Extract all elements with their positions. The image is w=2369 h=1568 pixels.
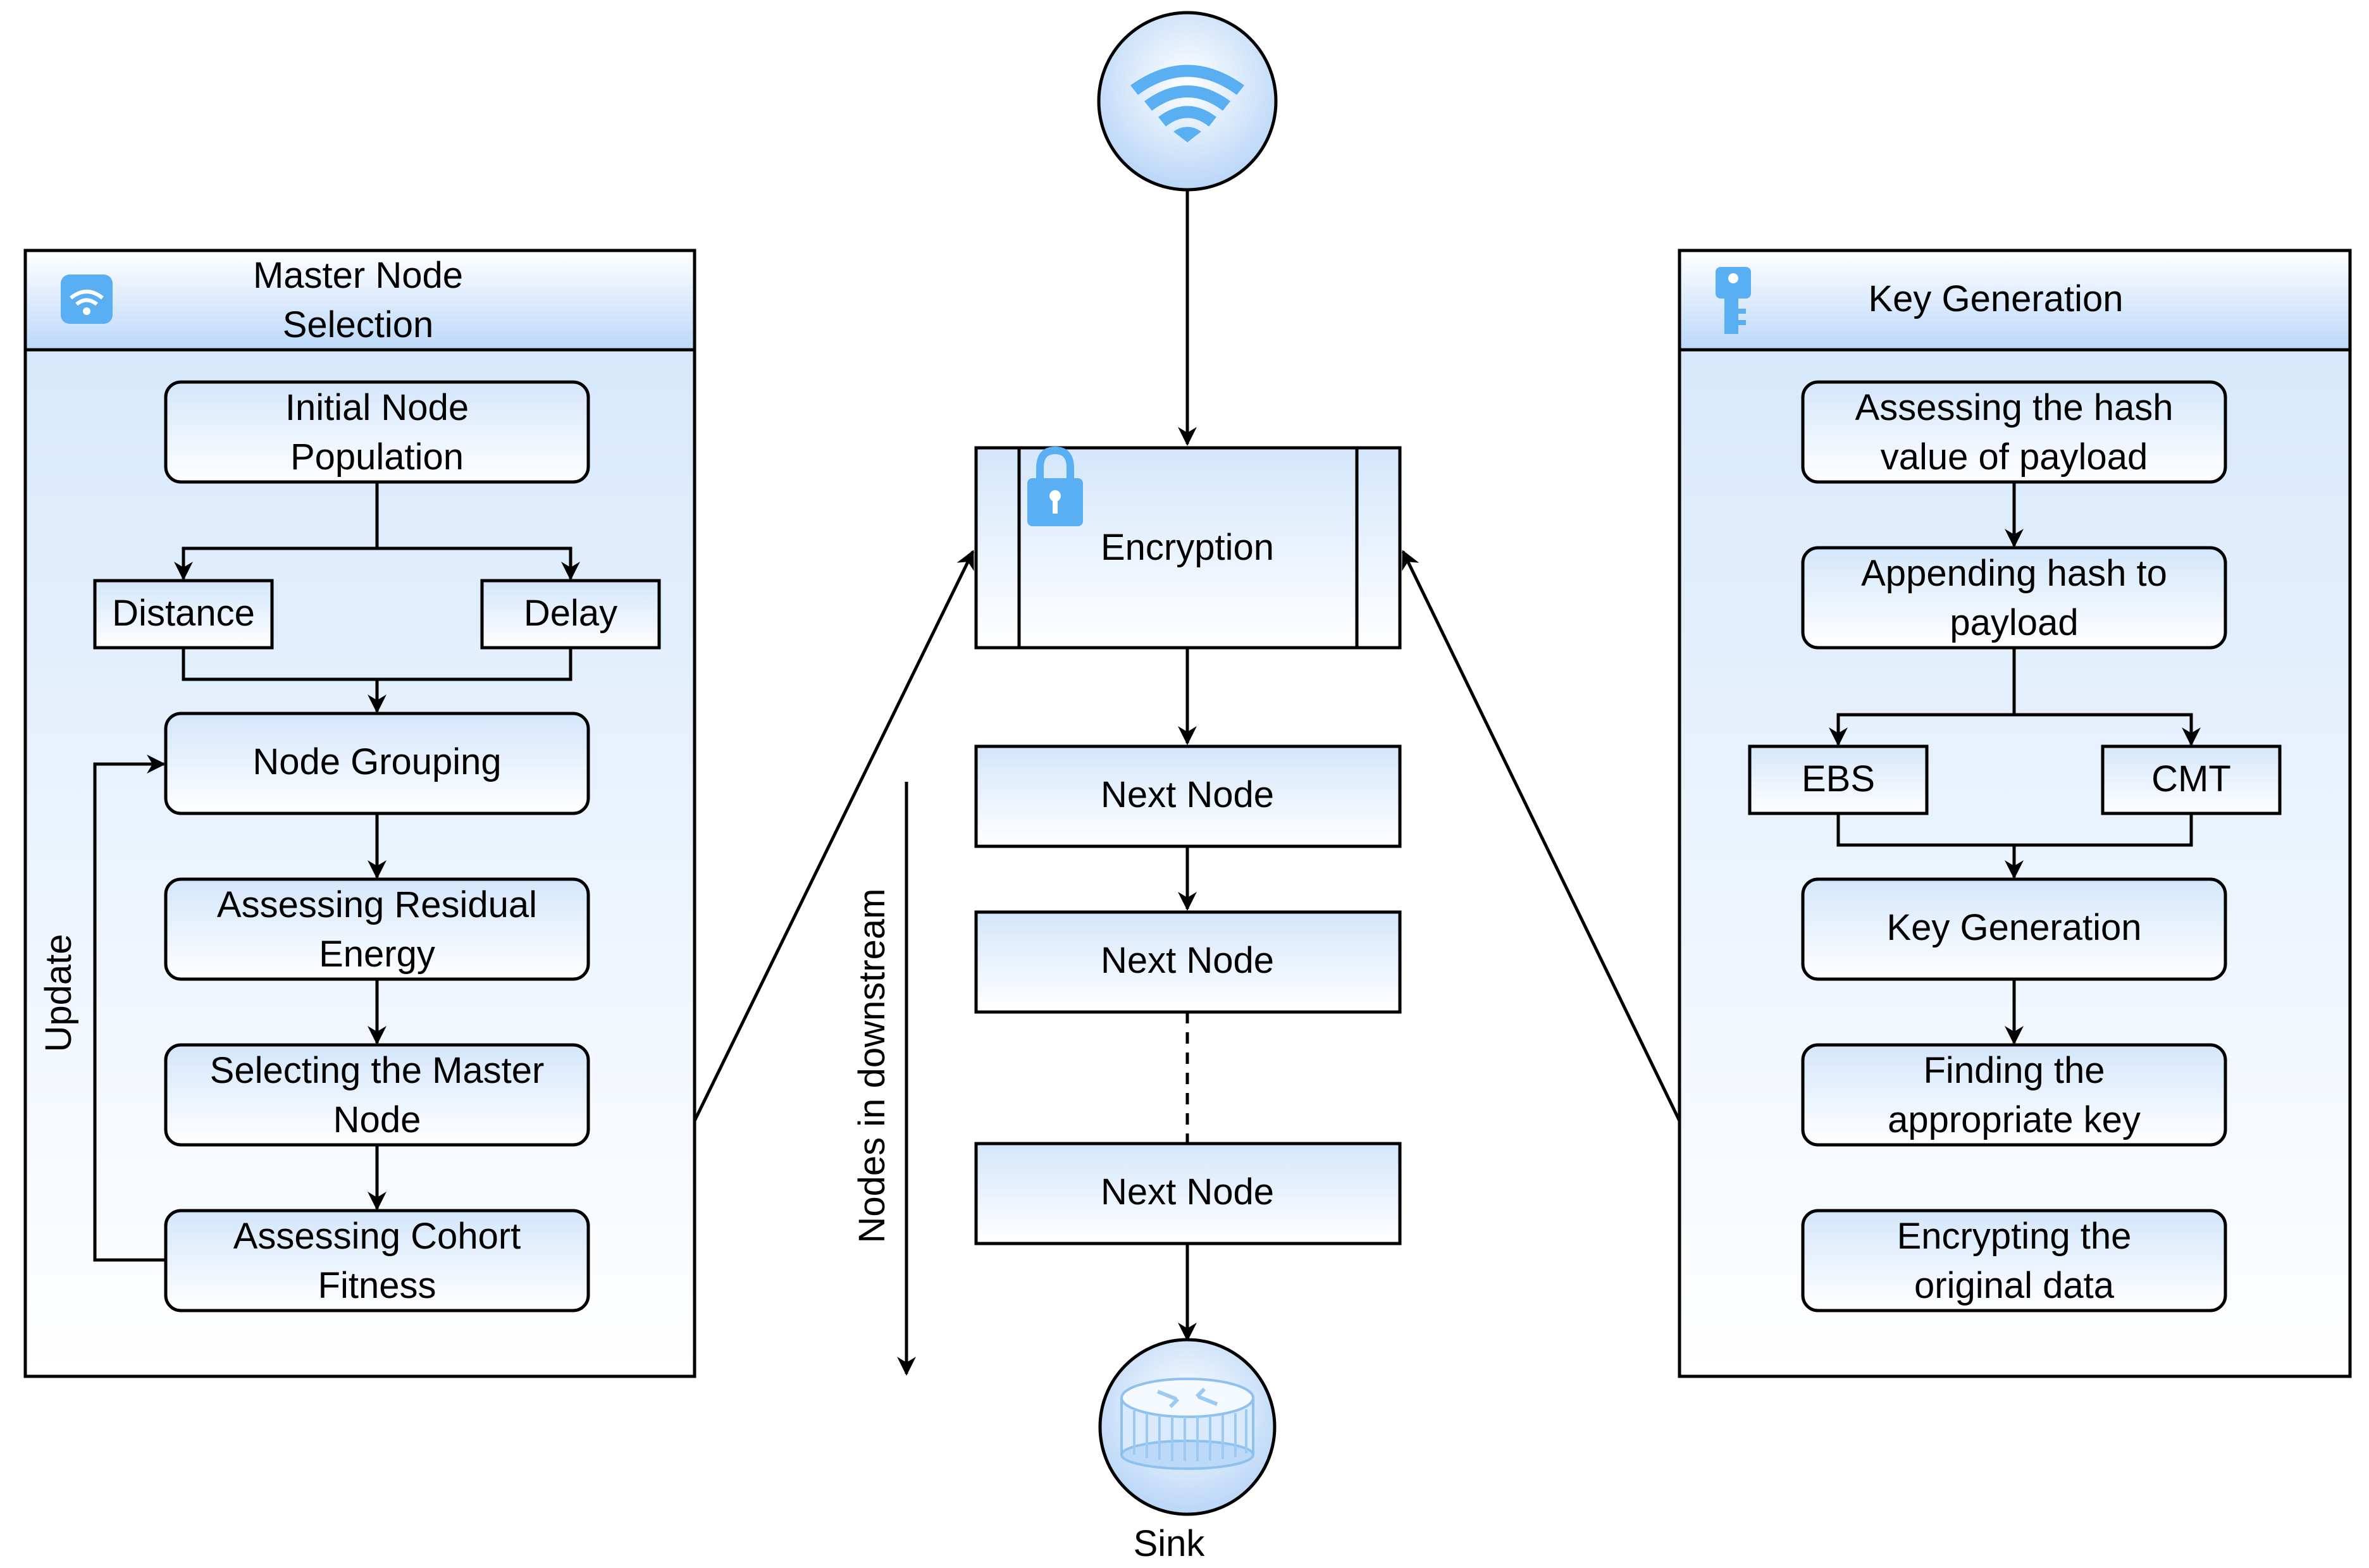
key-icon	[1716, 267, 1751, 334]
initial-node-label-line2: Population	[290, 436, 464, 478]
cohort-label-line2: Fitness	[318, 1265, 436, 1306]
update-feedback-arrow	[93, 755, 166, 1262]
hash-label-line2: value of payload	[1881, 436, 2148, 478]
source-node-circle	[1097, 11, 1278, 192]
wifi-signal-icon	[1130, 65, 1244, 142]
downstream-label: Nodes in downstream	[851, 889, 893, 1244]
encrypting-label-line2: original data	[1914, 1265, 2115, 1306]
arrow-to-cmt	[2014, 713, 2201, 746]
delay-label: Delay	[524, 593, 617, 634]
cmt-label: CMT	[2151, 758, 2231, 799]
distance-label: Distance	[112, 593, 255, 634]
center-flow: Encryption Next Node Next Node Next Node	[693, 11, 1681, 1564]
router-icon	[1120, 1378, 1254, 1470]
left-panel-header	[23, 249, 696, 352]
residual-label-line2: Energy	[319, 934, 435, 975]
arrow-master-to-encryption	[693, 550, 975, 1122]
ebs-box	[1748, 744, 1929, 815]
encryption-label: Encryption	[1101, 527, 1274, 568]
finding-key-box	[1801, 1043, 2227, 1147]
wifi-icon	[61, 275, 113, 324]
next-node-label-2: Next Node	[1101, 940, 1274, 981]
sink-label: Sink	[1134, 1523, 1206, 1564]
residual-label-line1: Assessing Residual	[217, 884, 537, 925]
arrow-to-ebs	[1829, 713, 2014, 746]
distance-box	[93, 579, 274, 650]
key-generation-panel: Key Generation Assessing the hash value …	[1678, 249, 2352, 1378]
next-node-label-3: Next Node	[1101, 1171, 1274, 1213]
select-master-label-line1: Selecting the Master	[210, 1050, 545, 1091]
arrow-to-distance	[174, 546, 377, 581]
lock-icon	[1027, 446, 1083, 526]
next-node-box-3	[974, 1142, 1402, 1245]
finding-label-line1: Finding the	[1924, 1050, 2105, 1091]
cmt-box	[2101, 744, 2282, 815]
hash-label-line1: Assessing the hash	[1855, 387, 2174, 428]
ebs-label: EBS	[1802, 758, 1875, 799]
append-label-line2: payload	[1950, 602, 2078, 643]
update-label: Update	[38, 934, 79, 1052]
arrow-key-to-encryption	[1401, 550, 1681, 1122]
next-node-label-1: Next Node	[1101, 774, 1274, 815]
finding-label-line2: appropriate key	[1888, 1099, 2141, 1140]
arrow-to-delay	[377, 546, 580, 581]
node-grouping-label: Node Grouping	[252, 741, 501, 782]
left-panel-title-line1: Master Node	[253, 255, 463, 296]
append-label-line1: Appending hash to	[1861, 553, 2167, 594]
master-node-selection-panel: Master Node Selection Initial Node Popul…	[23, 249, 696, 1378]
initial-node-label-line1: Initial Node	[285, 387, 469, 428]
encrypting-data-box	[1801, 1209, 2227, 1312]
keygen-label: Key Generation	[1886, 907, 2141, 948]
select-master-label-line2: Node	[333, 1099, 421, 1140]
left-panel-title-line2: Selection	[283, 304, 434, 345]
right-panel-header	[1678, 249, 2352, 352]
encrypting-label-line1: Encrypting the	[1897, 1216, 2132, 1257]
cohort-label-line1: Assessing Cohort	[233, 1216, 521, 1257]
right-panel-title: Key Generation	[1868, 278, 2123, 319]
next-node-box-2	[974, 910, 1402, 1014]
